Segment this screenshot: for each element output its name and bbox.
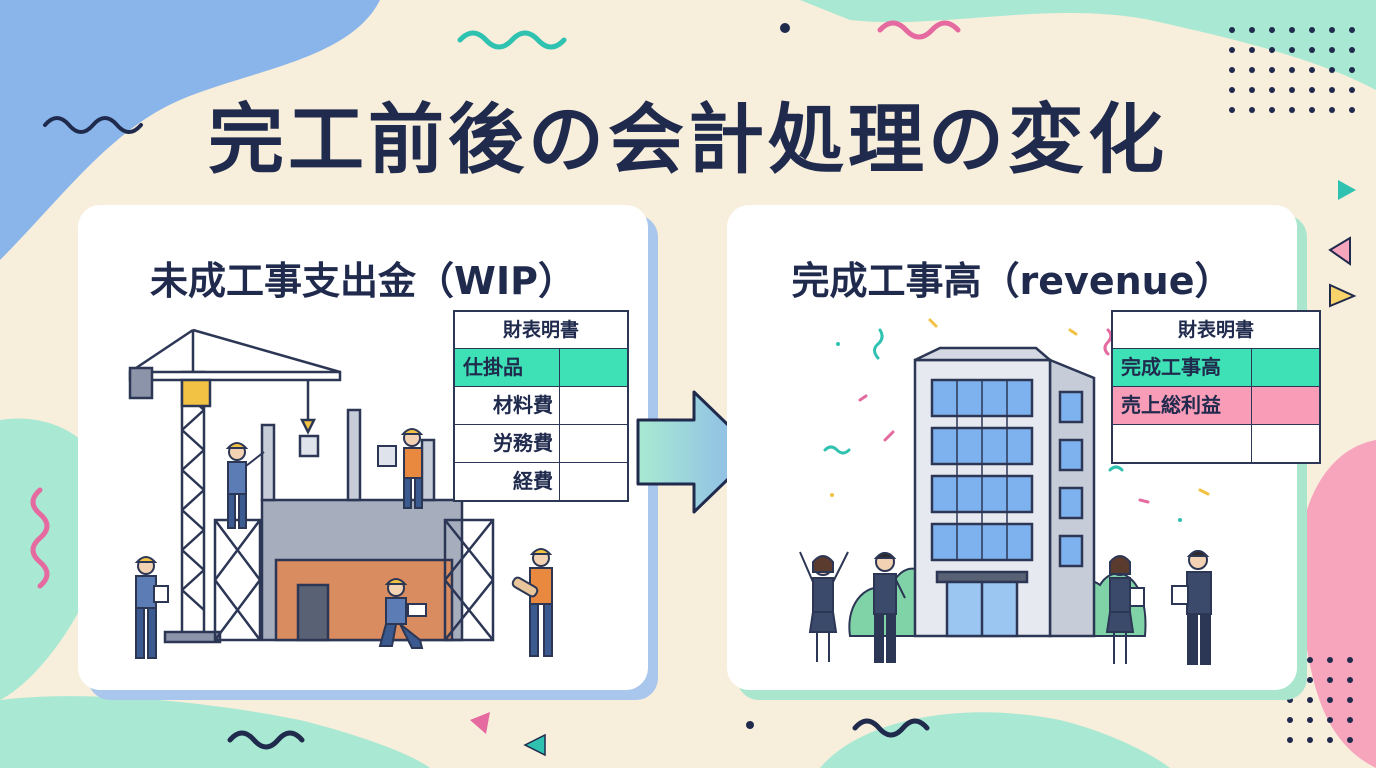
- revenue-ledger: 財表明書 完成工事高 売上総利益: [1111, 310, 1321, 464]
- ledger-row-wip: 仕掛品: [455, 348, 627, 386]
- ledger-row-completed-revenue: 完成工事高: [1113, 348, 1319, 386]
- triangle: [1338, 180, 1356, 200]
- crane-icon: [128, 328, 342, 644]
- ledger-row-materials: 材料費: [455, 386, 627, 424]
- mint-blob-bottom: [0, 696, 430, 768]
- construction-worker-icon: [378, 578, 427, 649]
- wave: [457, 30, 567, 50]
- ledger-row-label: 材料費: [455, 387, 560, 424]
- page-title: 完工前後の会計処理の変化: [208, 95, 1168, 184]
- blue-blob: [0, 0, 380, 260]
- triangle: [1328, 236, 1351, 266]
- wave: [227, 730, 305, 750]
- celebrating-person-icon: [799, 551, 849, 662]
- wave: [852, 718, 930, 738]
- triangle: [523, 733, 546, 757]
- dot-grid: [1229, 27, 1355, 113]
- ledger-row-label: 仕掛品: [455, 349, 560, 386]
- ledger-row-gross-profit: 売上総利益: [1113, 386, 1319, 424]
- pink-blob: [1298, 440, 1376, 768]
- wip-ledger: 財表明書 仕掛品 材料費 労務費 経費: [453, 310, 629, 502]
- right-arrow-icon: [636, 390, 758, 514]
- ledger-row-label: 売上総利益: [1113, 387, 1252, 424]
- wip-panel-title: 未成工事支出金（WIP）: [150, 259, 576, 303]
- construction-worker-icon: [511, 548, 553, 657]
- ledger-row-empty: [1113, 424, 1319, 462]
- revenue-panel-title: 完成工事高（revenue）: [791, 259, 1233, 303]
- ledger-row-label: [1113, 425, 1252, 462]
- ledger-header: 財表明書: [502, 319, 579, 341]
- office-building-icon: [913, 346, 1096, 638]
- triangle: [1329, 283, 1357, 308]
- celebrating-person-icon: [1105, 555, 1145, 664]
- celebrating-person-icon: [873, 552, 906, 663]
- triangle: [470, 712, 490, 734]
- wave: [30, 487, 50, 589]
- confetti-icon: [823, 318, 1210, 522]
- ledger-header: 財表明書: [1177, 319, 1254, 341]
- ledger-row-labor: 労務費: [455, 424, 627, 462]
- construction-worker-icon: [134, 556, 169, 659]
- ledger-row-label: 経費: [455, 463, 560, 500]
- construction-worker-icon: [377, 428, 424, 509]
- ledger-row-label: 完成工事高: [1113, 349, 1252, 386]
- wave: [43, 116, 143, 134]
- ledger-row-label: 労務費: [455, 425, 560, 462]
- scaffold-icon: [213, 408, 495, 642]
- construction-worker-icon: [225, 442, 265, 529]
- wave: [877, 20, 961, 40]
- ledger-row-expenses: 経費: [455, 462, 627, 500]
- mint-blob-top: [800, 0, 1376, 90]
- celebrating-person-icon: [1171, 550, 1212, 665]
